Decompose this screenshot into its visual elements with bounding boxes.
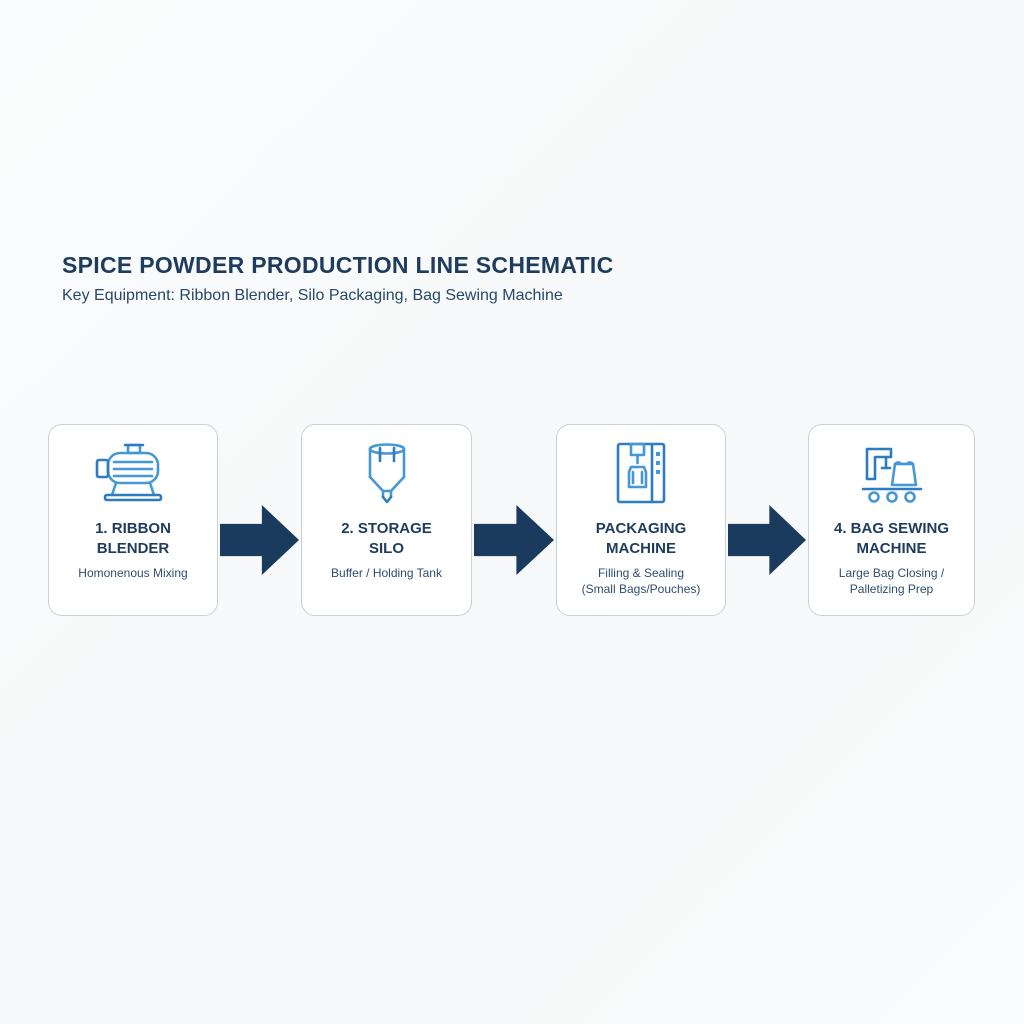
card-subtitle-line1: Large Bag Closing /: [838, 566, 945, 580]
card-title-line2: SILO: [368, 539, 404, 557]
packaging-machine-icon: [598, 433, 684, 517]
card-title-line2: MACHINE: [606, 539, 676, 557]
card-title-line1: 1. RIBBON: [95, 520, 171, 537]
process-card-packaging-machine: PACKAGING MACHINE Filling & Sealing (Sma…: [556, 424, 726, 616]
page-title: SPICE POWDER PRODUCTION LINE SCHEMATIC: [62, 252, 614, 278]
card-subtitle: Homonenous Mixing: [78, 565, 187, 581]
card-subtitle-line1: Buffer / Holding Tank: [331, 566, 442, 580]
card-title-line2: MACHINE: [856, 539, 927, 557]
card-subtitle-line1: Filling & Sealing: [597, 566, 685, 580]
header: SPICE POWDER PRODUCTION LINE SCHEMATIC K…: [62, 252, 614, 305]
page-subtitle: Key Equipment: Ribbon Blender, Silo Pack…: [62, 287, 563, 304]
card-subtitle-line1: Homonenous Mixing: [78, 566, 188, 580]
flow-arrow-1: [220, 505, 299, 575]
flow-arrow-2: [474, 505, 554, 575]
card-subtitle: Buffer / Holding Tank: [331, 565, 442, 581]
card-subtitle-line2: Palletizing Prep: [849, 582, 934, 597]
card-title-line2: BLENDER: [96, 539, 170, 557]
card-title: 2. STORAGE SILO: [341, 519, 432, 558]
card-title: PACKAGING MACHINE: [596, 519, 687, 558]
card-title-line1: 2. STORAGE: [341, 520, 432, 537]
storage-silo-icon: [344, 433, 430, 517]
bag-sewing-machine-icon: [849, 433, 935, 517]
process-card-storage-silo: 2. STORAGE SILO Buffer / Holding Tank: [301, 424, 472, 616]
ribbon-blender-icon: [90, 433, 176, 517]
card-subtitle-line2: (Small Bags/Pouches): [581, 582, 701, 597]
card-title: 4. BAG SEWING MACHINE: [834, 519, 949, 558]
card-subtitle: Large Bag Closing / Palletizing Prep: [839, 565, 944, 597]
flow-arrow-3: [728, 505, 806, 575]
card-title-line1: PACKAGING: [595, 520, 687, 537]
card-title: 1. RIBBON BLENDER: [95, 519, 171, 558]
card-subtitle: Filling & Sealing (Small Bags/Pouches): [582, 565, 701, 597]
card-title-line1: 4. BAG SEWING: [833, 520, 949, 537]
process-card-bag-sewing-machine: 4. BAG SEWING MACHINE Large Bag Closing …: [808, 424, 975, 616]
process-card-ribbon-blender: 1. RIBBON BLENDER Homonenous Mixing: [48, 424, 218, 616]
